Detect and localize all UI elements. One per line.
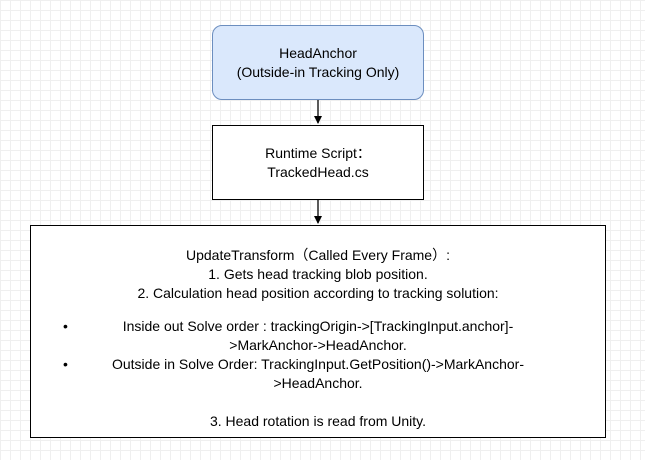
head-anchor-title: HeadAnchor <box>279 44 357 61</box>
update-step-1: 1. Gets head tracking blob position. <box>208 266 428 282</box>
outside-in-line-1: Outside in Solve Order: TrackingInput.Ge… <box>111 356 524 372</box>
list-item: • Inside out Solve order : trackingOrigi… <box>31 317 605 355</box>
bullet-icon: • <box>63 318 68 334</box>
head-anchor-subtitle: (Outside-in Tracking Only) <box>236 63 400 80</box>
runtime-script-node[interactable]: Runtime Script： TrackedHead.cs <box>212 125 424 200</box>
update-step-3: 3. Head rotation is read from Unity. <box>209 413 427 429</box>
runtime-script-filename: TrackedHead.cs <box>267 163 369 180</box>
outside-in-line-2: >HeadAnchor. <box>273 375 363 391</box>
inside-out-line-1: Inside out Solve order : trackingOrigin-… <box>122 318 514 334</box>
bullet-icon: • <box>63 356 68 372</box>
runtime-script-label: Runtime Script： <box>265 144 371 161</box>
update-transform-heading: UpdateTransform（Called Every Frame）: <box>185 247 450 263</box>
head-anchor-node[interactable]: HeadAnchor (Outside-in Tracking Only) <box>212 25 424 100</box>
list-item: • Outside in Solve Order: TrackingInput.… <box>31 355 605 393</box>
solve-order-list: • Inside out Solve order : trackingOrigi… <box>31 317 605 393</box>
inside-out-line-2: >MarkAnchor->HeadAnchor. <box>229 337 407 353</box>
update-step-2: 2. Calculation head position according t… <box>137 285 499 301</box>
update-transform-node[interactable]: UpdateTransform（Called Every Frame）: 1. … <box>30 225 606 438</box>
